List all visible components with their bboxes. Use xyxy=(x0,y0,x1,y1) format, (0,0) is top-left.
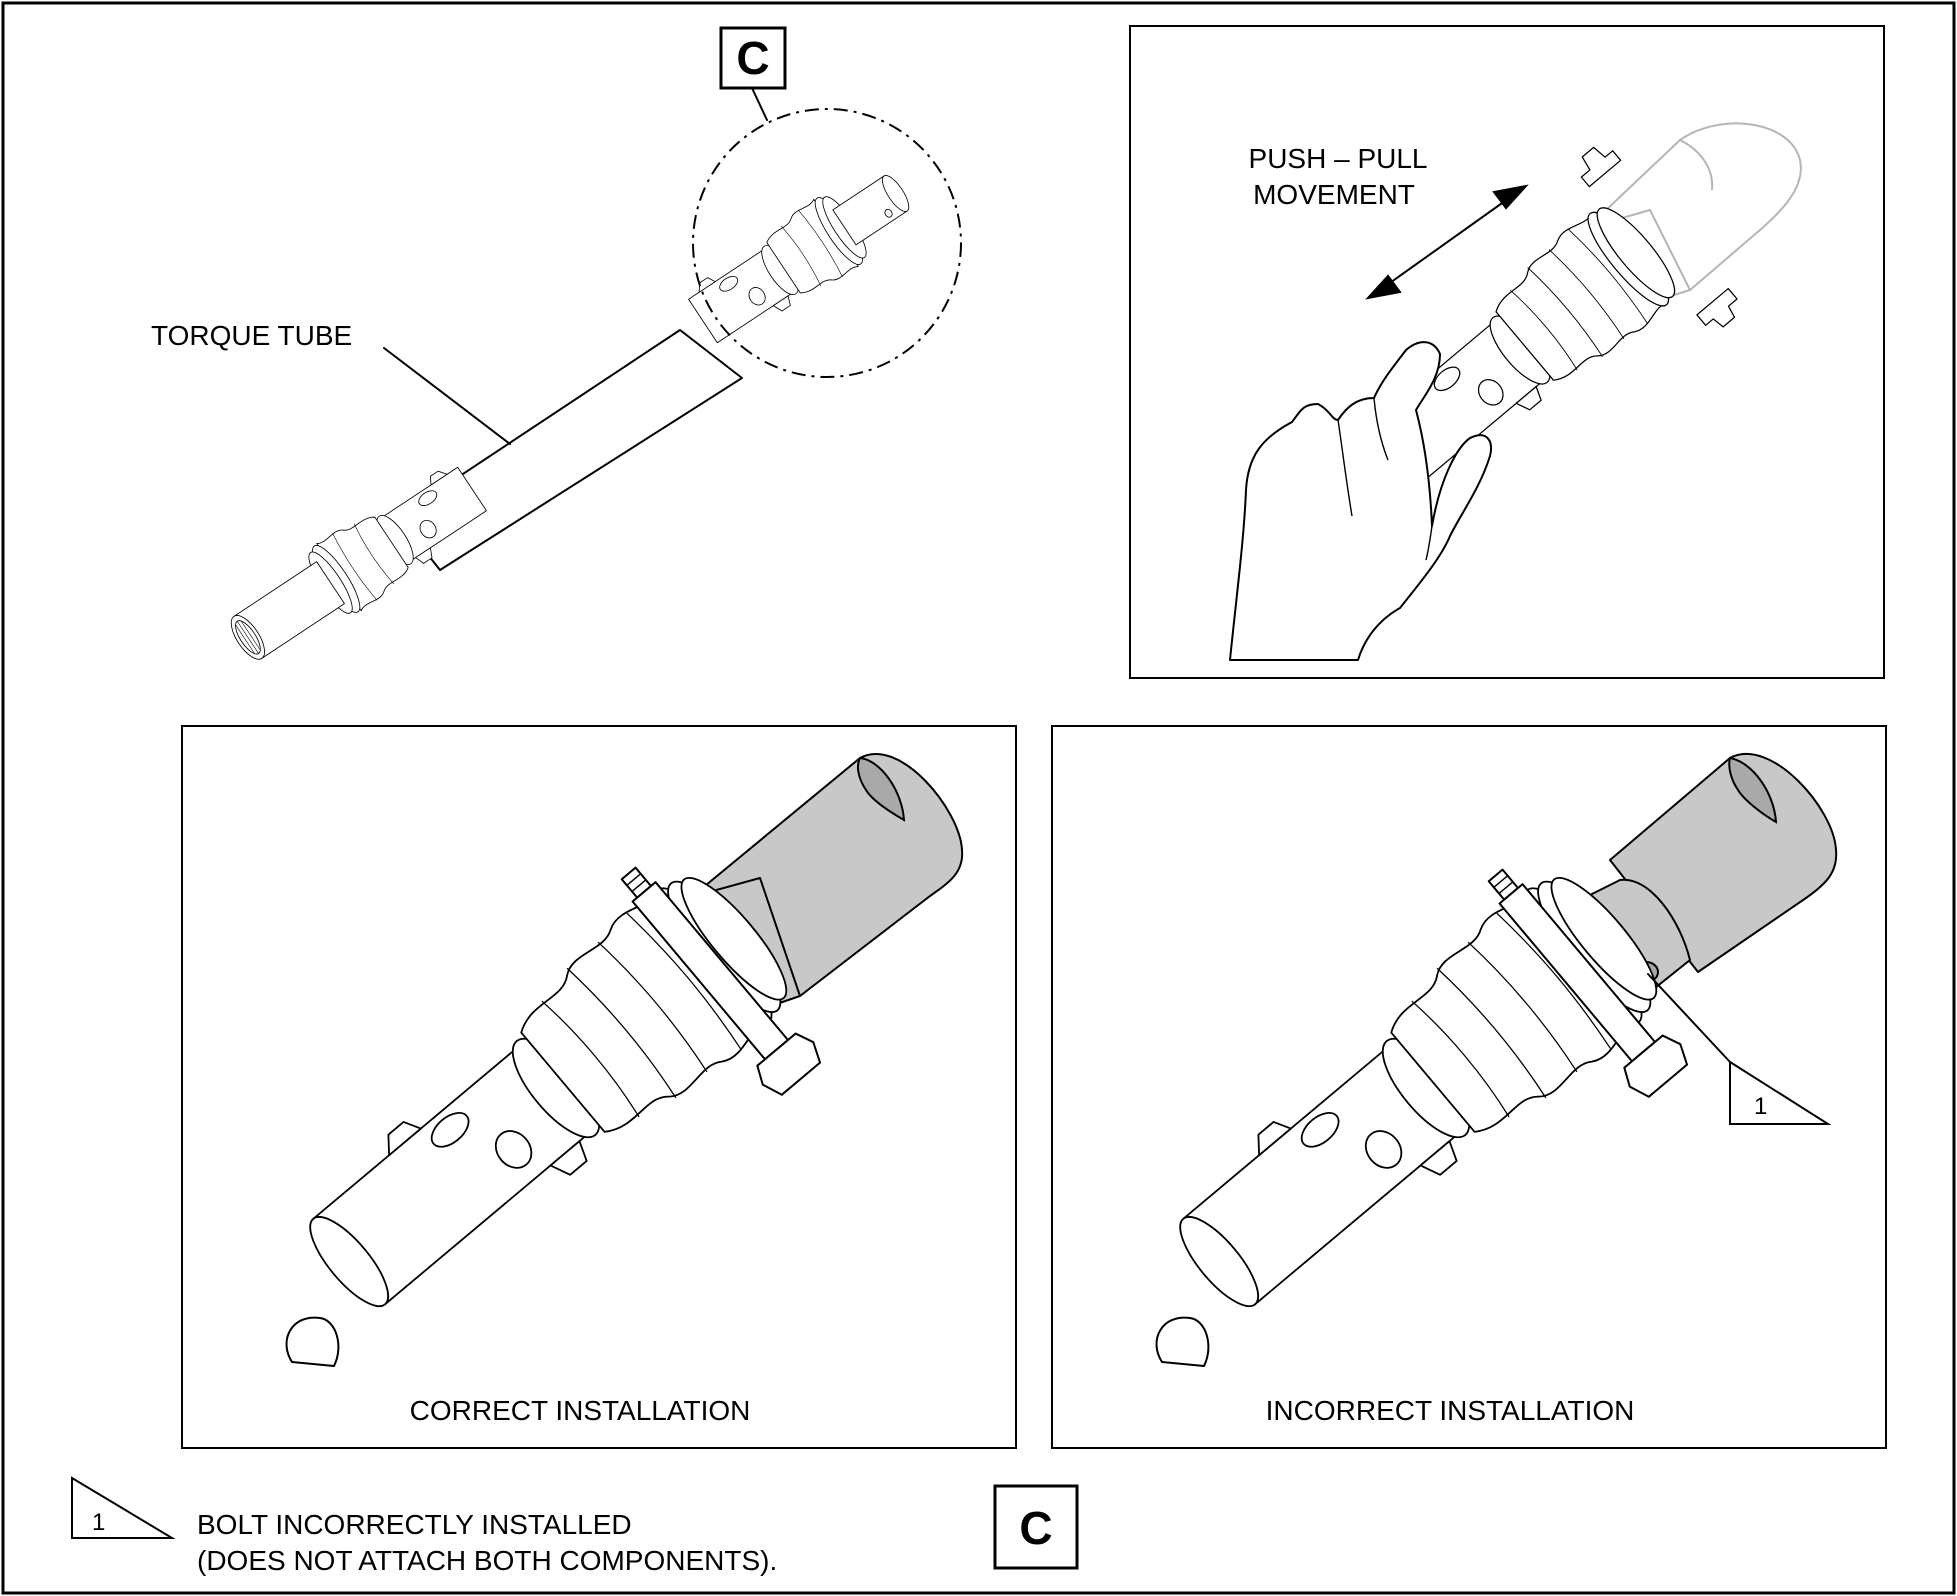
detail-circle xyxy=(692,108,962,378)
detail-view-letter: C xyxy=(1019,1502,1052,1554)
legend-flag xyxy=(71,1476,176,1539)
detail-callout-letter: C xyxy=(736,32,769,84)
note-line-2: (DOES NOT ATTACH BOTH COMPONENTS). xyxy=(197,1545,777,1576)
detail-view-box xyxy=(993,1484,1079,1570)
torque-tube-label: TORQUE TUBE xyxy=(151,320,352,351)
correct-installation-illustration xyxy=(275,753,964,1367)
note-flag xyxy=(1729,1060,1832,1125)
push-pull-label-line2: MOVEMENT xyxy=(1253,179,1415,210)
note-line-1: BOLT INCORRECTLY INSTALLED xyxy=(197,1509,632,1540)
push-pull-label-line1: PUSH – PULL xyxy=(1249,143,1428,174)
torque-tube-leader xyxy=(383,347,511,445)
push-pull-arrow xyxy=(1379,195,1513,291)
torque-tube-overview: C TORQUE TUBE xyxy=(151,26,962,660)
hand xyxy=(1229,341,1492,661)
note-flag-number: 1 xyxy=(1754,1093,1767,1120)
legend-flag-number: 1 xyxy=(92,1509,105,1536)
push-pull-illustration xyxy=(1229,122,1802,661)
incorrect-installation-illustration xyxy=(1145,752,1838,1367)
detail-callout-box xyxy=(719,26,787,90)
correct-installation-label: CORRECT INSTALLATION xyxy=(410,1395,751,1426)
flag-leader xyxy=(1647,973,1731,1063)
incorrect-installation-label: INCORRECT INSTALLATION xyxy=(1266,1395,1635,1426)
